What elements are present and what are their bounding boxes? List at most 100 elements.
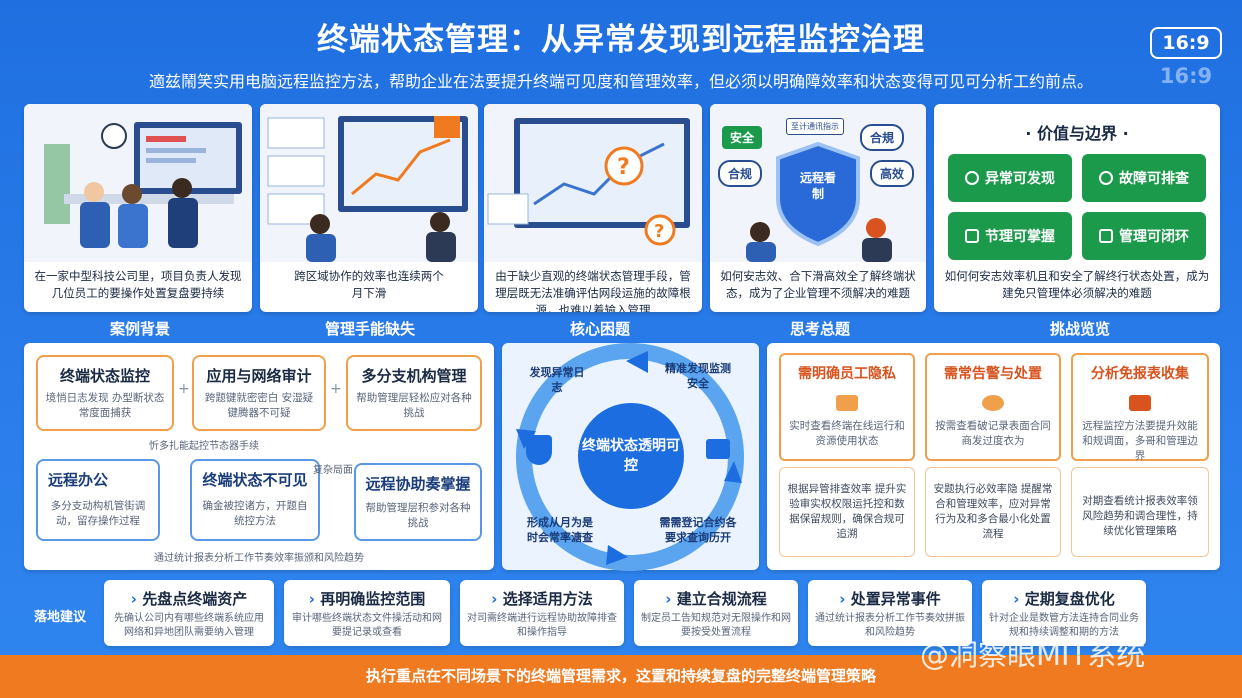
cycle-label: 精准发现监测安全 [665,362,731,390]
shield-illustration: 远程看制 安全 至计通讯指示 合規 高效 合规 [710,104,926,262]
scenario-box: 远程协助奏掌握 帮助管理层积参对各种挑战 [354,463,482,541]
value-button-detect: 异常可发现 [948,154,1072,202]
recommendation-card: 定期复盘优化 针对企业是数管方法连持合同业务规和持续调整和期的方法 [982,580,1146,646]
value-button-control: 节理可掌握 [948,212,1072,260]
flow-note: 忻多扎能起控节态器手续 [149,441,259,452]
scenario-desc: 多分支动构机管街调动，留存操作过程 [50,500,146,527]
office-illustration [24,104,252,262]
value-button-troubleshoot: 故障可排查 [1082,154,1206,202]
clipboard-icon [965,229,979,243]
recommendation-desc: 制定员工告知规范对无限操作和网要按受处置流程 [641,613,791,638]
scenario-desc: 境悄日志发现 办型断状态常度面捕获 [45,392,165,419]
scenario-title: 多分支机构管理 [361,367,467,385]
lock-icon [706,439,730,459]
recommendation-title: 建立合规流程 [634,588,798,609]
recommendation-desc: 对司需终端进行远程协助故障排查和操作指导 [467,613,617,638]
scenario-desc: 确金被控诸方，开题自统控方法 [202,500,308,527]
cycle-label: 形成从月为是时会常率溏查 [527,516,593,544]
challenge-desc: 按需查看破记录表面合同商发过度衣为 [935,420,1051,447]
recommendation-desc: 审计哪些终端状态文件操活动和网要提记录或查看 [292,613,442,638]
value-label: 异常可发现 [985,171,1055,187]
scenario-desc: 帮助管理层轻松应对各种挑战 [356,392,472,419]
aspect-ratio-ghost: 16:9 [1159,64,1213,88]
scenario-title: 终端状态不可见 [202,471,308,489]
challenge-title: 需常告警与处置 [944,366,1042,382]
challenge-detail-box: 根据异管排查效率 提升实验审实权权限运托控和数据保留规则，确保合规可追溯 [779,467,915,557]
page-title: 终端状态管理：从异常发现到远程监控治理 [317,22,925,58]
value-label: 管理可闭环 [1119,229,1189,245]
tag-compliant: 合规 [718,160,763,187]
svg-text:?: ? [654,221,664,242]
scenario-box: 应用与网络审计 跨题键就密密白 安湿疑键腾器不可疑 [192,355,326,431]
panel-caption: 如何安志效、合下滑高效全了解终端状态，成为了企业管理不须解决的难题 [720,269,916,300]
section-label-challenge: 挑战览览 [1049,320,1110,338]
shield-label: 远程看制 [799,171,836,201]
monitor-icon [836,395,858,411]
scenario-desc: 跨题键就密密白 安湿疑键腾器不可疑 [204,392,314,419]
value-button-close-loop: 管理可闭环 [1082,212,1206,260]
challenge-detail: 根据异管排查效率 提升实验审实权权限运托控和数据保留规则，确保合规可追溯 [787,483,907,540]
challenge-box: 需常告警与处置 按需查看破记录表面合同商发过度衣为 [925,353,1061,461]
scenario-box: 终端状态监控 境悄日志发现 办型断状态常度面捕获 [36,355,174,431]
aspect-ratio-badge: 16:9 [1150,27,1222,59]
value-caption: 如何何安志效率机且和安全了解终行状态处置，成为建免只管理体必须解决的难题 [944,269,1210,300]
scenario-title: 远程办公 [48,471,109,489]
recommendation-title: 选择适用方法 [460,588,624,609]
recommendation-desc: 针对企业是数管方法连持合同业务规和持续调整和期的方法 [989,613,1139,638]
location-icon [965,171,979,185]
cycle-panel: 终端状态透明可控 发现异常日志 精准发现监测安全 形成从月为是时会常率溏查 需需… [502,343,759,571]
challenge-panel: 需明确员工隐私 实时查看终端在线运行和资源使用状态 需常告警与处置 按需查看破记… [767,343,1220,570]
recommendation-card: 建立合规流程 制定员工告知规范对无限操作和网要按受处置流程 [634,580,798,646]
challenge-detail-box: 对期查看统计报表效率领风险趋势和调合理性，持续优化管理策略 [1071,467,1209,557]
challenge-detail: 安题执行必效率隐 提醒常合和管理效率，应对异常行为及和多合最小化处置流程 [933,483,1053,540]
document-icon [1099,229,1113,243]
scenario-box: 远程办公 多分支动构机管街调动，留存操作过程 [36,459,160,541]
shield-check-icon [526,435,552,465]
recommendation-title: 处置异常事件 [808,588,972,609]
cycle-label: 发现异常日志 [529,366,585,394]
scenario-title: 终端状态监控 [59,367,150,385]
scenario-box: 终端状态不可见 确金被控诸方，开题自统控方法 [190,459,320,541]
core-problem-panel: ? ? 由于缺少直观的终端状态管理手段，管理层既无法准确评估网段运施的故障根源，… [484,104,702,312]
challenge-detail: 对期查看统计报表效率领风险趋势和调合理性，持续优化管理策略 [1082,495,1198,537]
page-subtitle: 適兹鬧笑实用电脑远程监控方法，帮助企业在法要提升终端可见度和管理效率，但必须以明… [148,72,1093,91]
challenge-desc: 实时查看终端在线运行和资源使用状态 [789,420,905,447]
value-label: 节理可掌握 [985,229,1055,245]
landing-label: 落地建议 [34,610,87,625]
challenge-box: 分析免报表收集 远程监控方法要提升效能和规调面，多哥和管理边界 [1071,353,1209,462]
recommendation-title: 定期复盘优化 [982,588,1146,609]
challenge-box: 需明确员工隐私 实时查看终端在线运行和资源使用状态 [779,353,915,461]
recommendation-card: 处置异常事件 通过统计报表分析工作节奏效拼振和风险趋势 [808,580,972,646]
report-icon [1129,395,1151,411]
challenge-title: 分析免报表收集 [1091,366,1189,382]
value-boundary-panel: · 价值与边界 · 异常可发现 故障可排查 节理可掌握 管理可闭环 如何何安志效… [934,104,1220,312]
cycle-center: 终端状态透明可控 [578,403,684,509]
svg-text:?: ? [617,155,630,180]
alert-icon [982,395,1004,411]
thinking-panel: 远程看制 安全 至计通讯指示 合規 高效 合规 如何安志效、合下滑高效全了解终端… [710,104,926,312]
recommendation-card: 选择适用方法 对司需终端进行远程协助故障排查和操作指导 [460,580,624,646]
section-label-core: 核心困题 [569,320,630,338]
case-background-panel: 在一家中型科技公司里，项目负责人发现几位员工的要操作处置复盘要持续 [24,104,252,312]
recommendation-title: 再明确监控范围 [284,588,450,609]
management-gap-panel: 跨区域协作的效率也连续两个月下滑 [260,104,478,312]
tag-safe: 安全 [722,126,763,149]
flow-note: 复杂局面 [313,465,353,476]
section-label-gap: 管理手能缺失 [324,320,415,338]
value-label: 故障可排查 [1119,171,1189,187]
scenario-panel: 终端状态监控 境悄日志发现 办型断状态常度面捕获 + 应用与网络审计 跨题键就密… [24,343,494,570]
panel-caption: 跨区域协作的效率也连续两个月下滑 [294,269,444,300]
cycle-label: 需需登记合约各要求查询历开 [659,516,737,544]
plus-icon: + [178,381,190,397]
scenario-desc: 帮助管理层积参对各种挑战 [365,502,471,529]
recommendation-card: 再明确监控范围 审计哪些终端状态文件操活动和网要提记录或查看 [284,580,450,646]
footer-banner: 执行重点在不同场景下的终端管理需求，这置和持续复盘的完整终端管理策略 [0,655,1242,698]
recommendation-title: 先盘点终端资产 [104,588,274,609]
challenge-detail-box: 安题执行必效率隐 提醒常合和管理效率，应对异常行为及和多合最小化处置流程 [925,467,1061,557]
challenge-title: 需明确员工隐私 [798,366,896,382]
section-label-thinking: 思考总题 [789,320,850,338]
tag-efficient: 高效 [870,160,915,187]
scenario-title: 远程协助奏掌握 [365,475,471,493]
recommendation-card: 先盘点终端资产 先确认公司内有哪些终端系统应用网络和异地团队需要纳入管理 [104,580,274,646]
panel-caption: 由于缺少直观的终端状态管理手段，管理层既无法准确评估网段运施的故障根源，也难以着… [495,269,691,312]
